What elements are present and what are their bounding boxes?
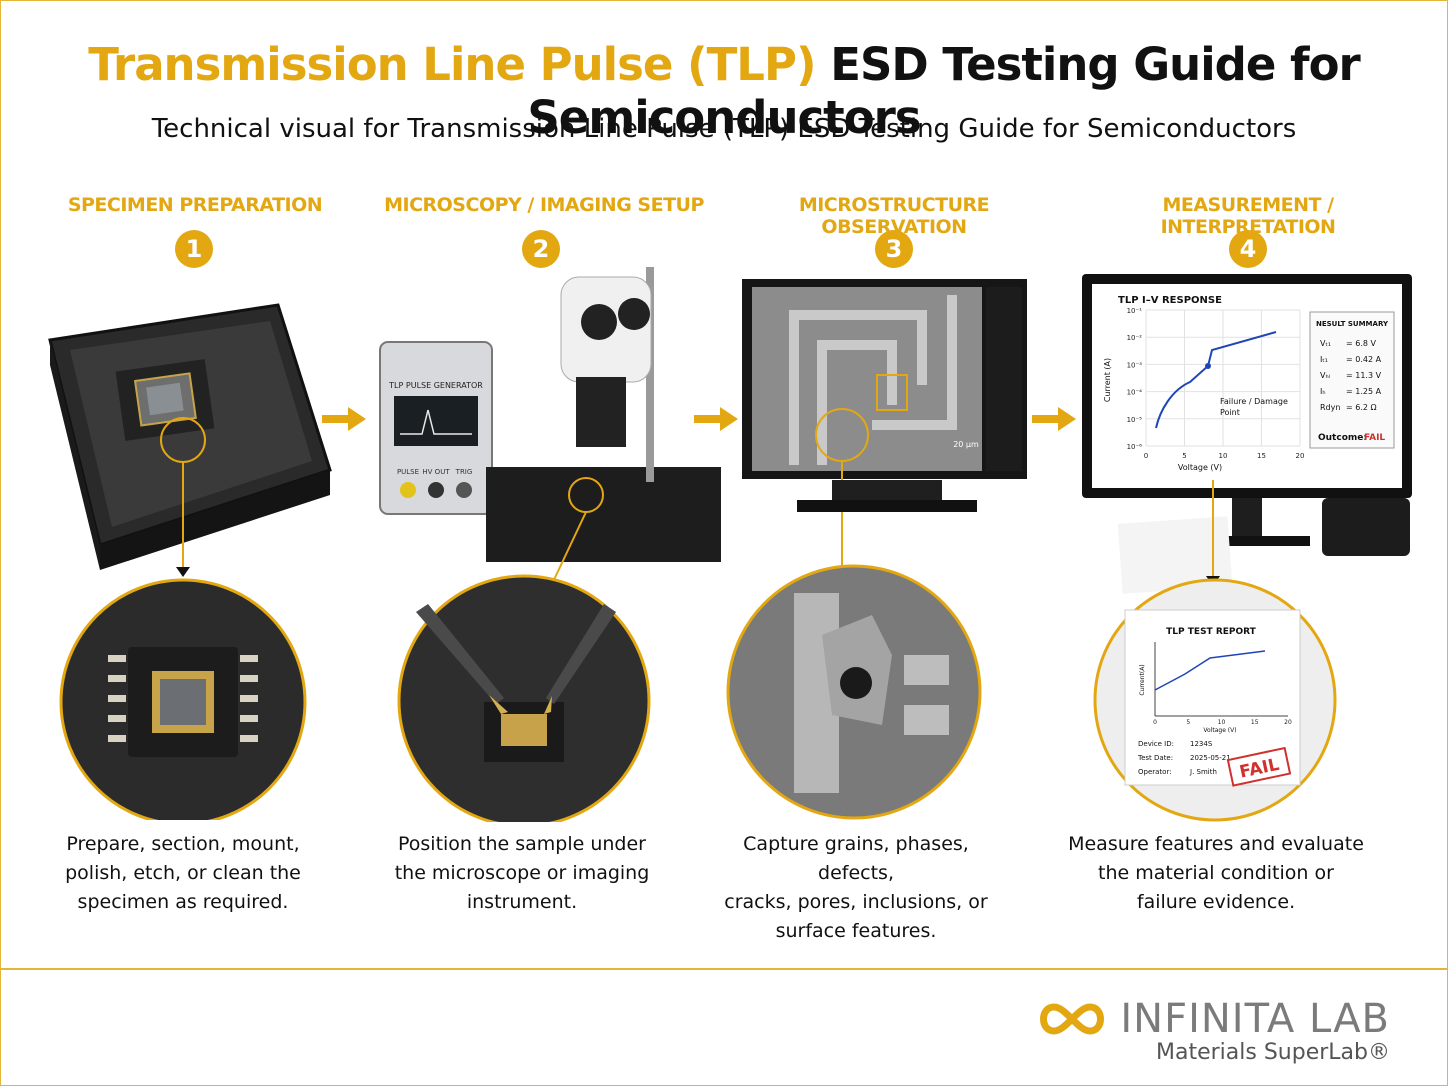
iv-y-tick: 10⁻² <box>1127 334 1143 342</box>
report-xlabel: Voltage (V) <box>1203 727 1236 734</box>
step-4-description: Measure features and evaluate the materi… <box>1066 830 1366 917</box>
description-line: specimen as required. <box>77 891 289 913</box>
company-logo: INFINITA LAB Materials SuperLab® <box>1034 996 1390 1065</box>
report-field-label: Device ID: <box>1138 740 1174 748</box>
report-sheet <box>1124 609 1301 786</box>
step-3-badge: 3 <box>875 230 913 268</box>
logo-name: INFINITA LAB <box>1120 996 1390 1042</box>
description-line: Measure features and evaluate <box>1068 833 1364 855</box>
report-title: TLP TEST REPORT <box>1166 627 1256 637</box>
description-line: failure evidence. <box>1136 891 1296 913</box>
logo-tagline: Materials SuperLab® <box>1156 1040 1390 1065</box>
summary-value: = 0.42 A <box>1346 355 1382 364</box>
summary-value: = 1.25 A <box>1346 387 1382 396</box>
report-x-tick: 5 <box>1186 719 1190 726</box>
iv-y-tick: 10⁻³ <box>1127 361 1143 369</box>
step-2-title: MICROSCOPY / IMAGING SETUP <box>384 194 704 216</box>
step-2-description: Position the sample under the microscope… <box>372 830 672 917</box>
iv-x-tick: 5 <box>1182 452 1186 460</box>
iv-y-tick: 10⁻¹ <box>1127 307 1143 315</box>
iv-y-tick: 10⁻⁶ <box>1127 443 1143 451</box>
report-x-ticks: 0 5 10 15 20 <box>1153 719 1292 726</box>
report-curve <box>1154 650 1266 691</box>
description-line: the microscope or imaging <box>394 862 650 884</box>
port-label: TRIG <box>455 468 473 476</box>
description-line: instrument. <box>466 891 578 913</box>
iv-analysis-illustration: TLP I–V RESPONSE 10⁻¹10⁻²10⁻³10⁻⁴10⁻⁵10⁻… <box>1082 274 1412 822</box>
iv-gridlines <box>1145 309 1301 447</box>
iv-y-tick: 10⁻⁵ <box>1127 416 1143 424</box>
iv-ylabel: Current (A) <box>1103 358 1112 402</box>
description-line: Capture grains, phases, defects, <box>743 833 969 884</box>
failure-annotation: Failure / Damage <box>1220 397 1288 406</box>
description-line: the material condition or <box>1098 862 1334 884</box>
iv-x-tick: 15 <box>1257 452 1266 460</box>
port-label: PULSE <box>397 468 419 476</box>
iv-y-tick: 10⁻⁴ <box>1127 389 1143 397</box>
summary-label: Iₕ <box>1320 387 1326 396</box>
sem-monitor-illustration: 20 µm <box>726 279 1027 820</box>
description-line: polish, etch, or clean the <box>65 862 301 884</box>
failure-annotation: Point <box>1220 408 1240 417</box>
outcome-label: Outcome: <box>1318 433 1367 443</box>
report-field-value: 2025-05-21 <box>1190 754 1231 762</box>
step-3-description: Capture grains, phases, defects, cracks,… <box>706 830 1006 946</box>
summary-label: Vₜ₁ <box>1320 339 1331 348</box>
iv-y-ticks: 10⁻¹ 10⁻² 10⁻³ 10⁻⁴ 10⁻⁵ 10⁻⁶ <box>1127 307 1143 451</box>
description-line: Position the sample under <box>397 833 646 855</box>
iv-curve <box>1155 331 1277 429</box>
infinity-icon <box>1040 1003 1105 1035</box>
step-1-title: SPECIMEN PREPARATION <box>67 194 323 216</box>
flow-arrow-icon <box>694 407 738 431</box>
step-2-badge: 2 <box>522 230 560 268</box>
iv-x-tick: 0 <box>1144 452 1148 460</box>
summary-value: = 11.3 V <box>1346 371 1382 380</box>
page-title: Transmission Line Pulse (TLP) ESD Testin… <box>0 38 1448 144</box>
iv-x-tick: 20 <box>1296 452 1305 460</box>
failure-point-marker <box>1205 363 1211 369</box>
iv-x-tick: 10 <box>1219 452 1228 460</box>
outcome-value: FAIL <box>1364 433 1385 443</box>
summary-label: Iₜ₁ <box>1320 355 1328 364</box>
scale-bar-label: 20 µm <box>953 440 979 449</box>
description-line: Prepare, section, mount, <box>66 833 300 855</box>
summary-rows: Vₜ₁ = 6.8 V Iₜ₁ = 0.42 A Vₕₗ = 11.3 V Iₕ = 1.25… <box>1320 339 1382 412</box>
iv-x-ticks: 0 5 10 15 20 <box>1144 452 1305 460</box>
summary-value: = 6.2 Ω <box>1346 403 1377 412</box>
specimen-tray-illustration <box>48 303 332 820</box>
flow-arrow-icon <box>322 407 366 431</box>
summary-value: = 6.8 V <box>1346 339 1377 348</box>
port-label: HV OUT <box>422 468 450 476</box>
summary-label: Rdyn <box>1320 403 1340 412</box>
report-field-label: Operator: <box>1138 768 1172 776</box>
iv-chart-title: TLP I–V RESPONSE <box>1118 295 1222 306</box>
report-ylabel: Current(A) <box>1139 664 1146 695</box>
flow-arrow-icon <box>1032 407 1076 431</box>
description-line: surface features. <box>775 920 937 942</box>
report-x-tick: 20 <box>1284 719 1292 726</box>
title-highlight: Transmission Line Pulse (TLP) <box>88 38 816 91</box>
report-field-label: Test Date: <box>1137 754 1173 762</box>
report-field-value: 1234S <box>1190 740 1213 748</box>
report-x-tick: 15 <box>1251 719 1259 726</box>
description-line: cracks, pores, inclusions, or <box>724 891 988 913</box>
instrument-label: TLP PULSE GENERATOR <box>388 381 483 390</box>
summary-title: NESULT SUMMARY <box>1316 320 1389 328</box>
step-1-badge: 1 <box>175 230 213 268</box>
page-subtitle: Technical visual for Transmission Line P… <box>151 114 1297 144</box>
report-fields: Device ID: 1234S Test Date: 2025-05-21Opera… <box>1137 740 1231 776</box>
step-4-badge: 4 <box>1229 230 1267 268</box>
step-4-title: MEASUREMENT / INTERPRETATION <box>1160 194 1336 238</box>
step-1-description: Prepare, section, mount, polish, etch, o… <box>33 830 333 917</box>
summary-label: Vₕₗ <box>1320 371 1330 380</box>
footer-divider <box>0 968 1448 970</box>
step-3-title: MICROSTRUCTURE OBSERVATION <box>798 194 990 238</box>
report-field-value: J. Smith <box>1189 768 1217 776</box>
report-x-tick: 10 <box>1218 719 1226 726</box>
report-x-tick: 0 <box>1153 719 1157 726</box>
iv-xlabel: Voltage (V) <box>1178 463 1222 472</box>
title-rest: ESD Testing Guide for Semiconductors <box>527 38 1360 144</box>
probe-station-illustration: TLP PULSE GENERATOR PULSE HV OUT TRIG <box>379 267 721 822</box>
